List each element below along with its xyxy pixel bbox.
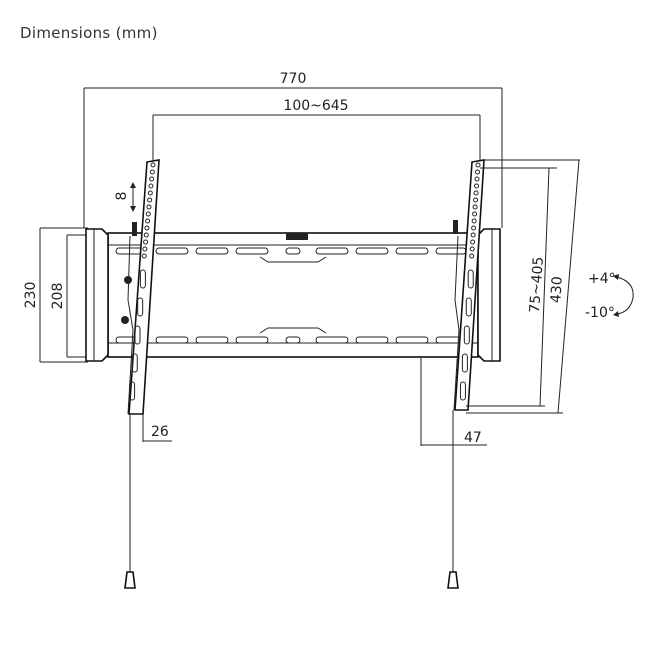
bracket-hole	[473, 190, 479, 196]
rail-slot	[285, 336, 301, 344]
bracket-hole	[147, 197, 153, 203]
bracket-hole	[150, 162, 156, 168]
rail-slot	[395, 247, 429, 255]
max-depth-label: 47	[464, 430, 482, 446]
rail-height-dimension: 208	[50, 234, 100, 358]
bracket-slot	[131, 353, 138, 373]
bracket-slot	[137, 297, 144, 317]
right-bracket	[453, 159, 485, 411]
bracket-slot	[461, 353, 468, 373]
rail-slot	[355, 336, 389, 344]
diagram-title: Dimensions (mm)	[20, 24, 158, 42]
rail-slot	[315, 247, 349, 255]
bracket-hole	[473, 197, 479, 203]
rail-slot	[395, 336, 429, 344]
bracket-hole	[145, 211, 151, 217]
bracket-hole	[142, 246, 148, 252]
vesa-vertical-label: 75~405	[527, 256, 547, 313]
tilt-down-label: -10°	[585, 305, 615, 321]
frame-height-dimension: 230	[23, 227, 88, 363]
vesa-horizontal-dimension: 100~645	[152, 98, 481, 162]
rail-slot	[355, 247, 389, 255]
bracket-hole	[474, 176, 480, 182]
rail-height-label: 208	[50, 283, 66, 310]
vesa-horizontal-label: 100~645	[283, 98, 348, 114]
bracket-hole	[145, 218, 151, 224]
max-depth-dimension: 47	[420, 357, 487, 446]
bracket-slot	[139, 269, 146, 289]
bracket-hole	[147, 190, 153, 196]
bracket-slot	[129, 381, 136, 401]
overall-width-label: 770	[280, 71, 307, 87]
rail-slot	[155, 336, 189, 344]
bracket-slot	[465, 297, 472, 317]
bracket-hole	[471, 218, 477, 224]
height-adjust-label: 8	[114, 192, 130, 201]
bracket-hole	[475, 169, 481, 175]
bracket-height-dimension: 430	[466, 159, 580, 414]
bracket-hole	[143, 232, 149, 238]
bracket-hole	[148, 183, 154, 189]
tilt-up-label: +4°	[588, 271, 616, 287]
bracket-hole	[471, 225, 477, 231]
bracket-hole	[470, 239, 476, 245]
bracket-hole	[472, 211, 478, 217]
vesa-vertical-dimension: 75~405	[466, 167, 557, 407]
bracket-slot	[463, 325, 470, 345]
bracket-hole	[143, 239, 149, 245]
rail-slot	[315, 336, 349, 344]
bracket-height-label: 430	[548, 276, 566, 304]
bracket-slot	[134, 325, 141, 345]
bracket-hole	[469, 246, 475, 252]
wall-depth-label: 26	[151, 424, 169, 440]
bracket-hole	[149, 169, 155, 175]
bracket-hole	[149, 176, 155, 182]
bracket-hole	[472, 204, 478, 210]
wall-depth-dimension: 26	[142, 414, 172, 442]
bracket-hole	[470, 232, 476, 238]
bracket-hole	[474, 183, 480, 189]
tilt-arrow-icon	[616, 276, 634, 315]
rail-slot	[285, 247, 301, 255]
bracket-hole	[141, 253, 147, 259]
tilt-indicator: +4° -10°	[585, 271, 634, 321]
wall-plate	[85, 228, 501, 362]
frame-height-label: 230	[23, 282, 39, 309]
safety-cords	[124, 410, 459, 589]
rail-slot	[235, 336, 269, 344]
overall-width-dimension: 770	[83, 71, 503, 228]
bracket-slot	[467, 269, 474, 289]
bracket-hole	[146, 204, 152, 210]
rail-slot	[195, 247, 229, 255]
rail-slot	[155, 247, 189, 255]
rail-slot	[195, 336, 229, 344]
bracket-hole	[475, 162, 481, 168]
bracket-hole	[144, 225, 150, 231]
bracket-slot	[459, 381, 466, 401]
rail-slot	[235, 247, 269, 255]
bracket-hole	[469, 253, 475, 259]
height-adjust-dimension: 8	[114, 182, 136, 212]
